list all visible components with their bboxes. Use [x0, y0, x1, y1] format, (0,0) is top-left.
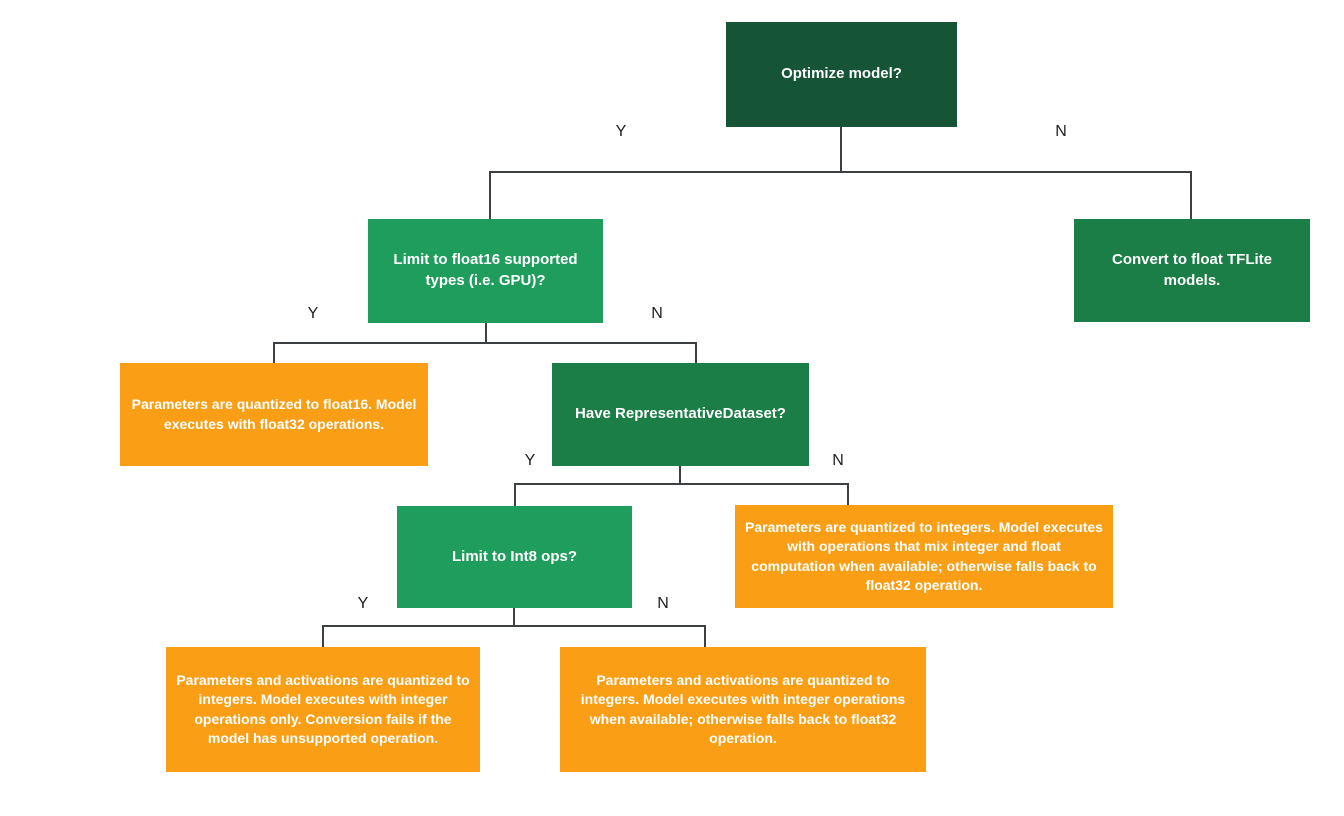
node-label: Have RepresentativeDataset? — [575, 405, 786, 423]
node-have-representative-dataset: Have RepresentativeDataset? — [552, 363, 809, 466]
node-label: Limit to float16 supported types (i.e. G… — [393, 251, 578, 289]
node-label: Convert to float TFLite models. — [1112, 250, 1272, 289]
connector-level2-yes-drop — [273, 342, 275, 364]
node-quantized-float16-result: Parameters are quantized to float16. Mod… — [120, 363, 428, 466]
node-limit-float16: Limit to float16 supported types (i.e. G… — [368, 219, 603, 323]
edge-label-no: N — [651, 305, 663, 322]
connector-level3-horizontal — [514, 483, 849, 485]
node-label: Parameters are quantized to float16. Mod… — [131, 396, 417, 432]
node-label: Limit to Int8 ops? — [452, 547, 577, 565]
connector-level1-horizontal — [489, 171, 1192, 173]
edge-label-yes: Y — [524, 452, 536, 469]
connector-haverep-stem — [679, 466, 681, 485]
node-label: Parameters and activations are quantized… — [176, 671, 470, 746]
connector-level4-yes-drop — [322, 625, 324, 647]
edge-label-no: N — [657, 595, 669, 612]
connector-level1-no-drop — [1190, 171, 1192, 219]
connector-level3-yes-drop — [514, 483, 516, 506]
edge-label-yes: Y — [357, 595, 369, 612]
node-convert-float-tflite: Convert to float TFLite models. — [1074, 219, 1310, 322]
node-quantized-integer-only-result: Parameters and activations are quantized… — [166, 647, 480, 772]
connector-level2-no-drop — [695, 342, 697, 364]
edge-label-yes: Y — [615, 123, 627, 140]
connector-int8-stem — [513, 608, 515, 627]
node-label: Optimize model? — [781, 65, 902, 83]
node-quantized-integer-mixed-result: Parameters are quantized to integers. Mo… — [735, 505, 1113, 608]
node-limit-int8-ops: Limit to Int8 ops? — [397, 506, 632, 608]
connector-level2-horizontal — [273, 342, 697, 344]
connector-float16-stem — [485, 323, 487, 344]
connector-level3-no-drop — [847, 483, 849, 505]
edge-label-no: N — [832, 452, 844, 469]
node-label: Parameters are quantized to integers. Mo… — [745, 518, 1103, 593]
node-optimize-model: Optimize model? — [726, 22, 957, 127]
node-label: Parameters and activations are quantized… — [580, 671, 906, 746]
edge-label-yes: Y — [307, 305, 319, 322]
node-quantized-integer-fallback-result: Parameters and activations are quantized… — [560, 647, 926, 772]
edge-label-no: N — [1055, 123, 1067, 140]
connector-optimize-stem — [840, 127, 842, 172]
connector-level4-horizontal — [322, 625, 706, 627]
connector-level1-yes-drop — [489, 171, 491, 219]
connector-level4-no-drop — [704, 625, 706, 647]
